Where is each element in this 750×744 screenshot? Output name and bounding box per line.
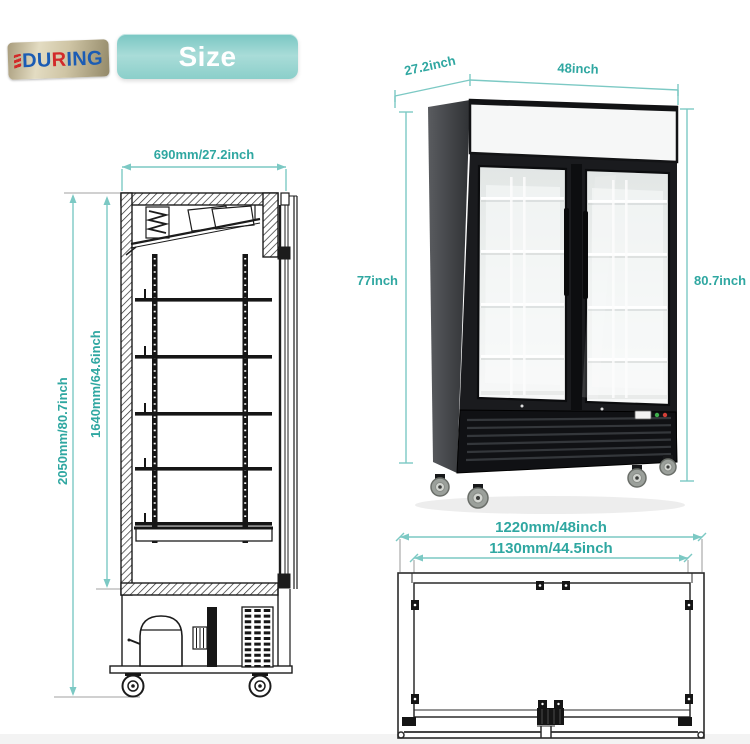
floor-shadow	[415, 496, 685, 514]
power-indicator-green	[654, 412, 660, 418]
side-view-shelves	[134, 254, 273, 543]
glass-reflection	[582, 175, 616, 399]
top-view-condenser-unit	[537, 700, 564, 725]
brand-logo: DU R ING	[7, 39, 110, 80]
side-view-compressor	[109, 588, 293, 674]
side-view-casters	[121, 673, 272, 698]
logo-mark-icon	[13, 53, 22, 69]
top-view-inner-width-label: 1130mm/44.5inch	[489, 540, 613, 557]
side-view-depth-label: 690mm/27.2inch	[153, 147, 255, 162]
photo-dimension-lines	[394, 74, 694, 482]
led-strips	[510, 177, 628, 398]
photo-front-height-label: 77inch	[356, 273, 398, 288]
top-view-diagram	[395, 532, 707, 739]
logo-text: DU R ING	[13, 46, 104, 72]
top-view-base-rails	[397, 717, 705, 739]
photo-casters	[430, 455, 677, 509]
left-door-shelves	[481, 197, 564, 395]
side-view-door	[277, 192, 298, 589]
top-view-clips	[411, 581, 693, 704]
top-view-dimension-lines	[395, 532, 707, 563]
right-door-handle	[583, 211, 588, 299]
side-view-interior-height-label: 1640mm/64.6inch	[87, 330, 103, 438]
side-view-evaporator	[125, 205, 261, 256]
power-indicator-red	[662, 412, 668, 418]
logo-letters-blue-head: DU	[21, 48, 53, 72]
center-mullion	[571, 164, 582, 410]
glass-doors	[476, 164, 671, 411]
bottom-grille	[456, 409, 678, 474]
left-door-handle	[564, 208, 569, 296]
photo-width-label: 48inch	[557, 60, 599, 77]
side-view-overall-height-label: 2050mm/80.7inch	[54, 377, 70, 485]
temperature-display	[634, 410, 652, 420]
side-view-dimension-lines	[69, 163, 287, 696]
product-photo	[394, 74, 694, 514]
logo-letters-blue-tail: ING	[66, 46, 104, 71]
logo-letters-red: R	[51, 48, 67, 71]
size-badge: Size	[117, 34, 298, 79]
top-view-outer-width-label: 1220mm/48inch	[495, 519, 607, 536]
side-view-cabinet	[120, 192, 279, 596]
photo-overall-height-label: 80.7inch	[694, 273, 747, 288]
photo-backdrop-edge	[0, 734, 750, 744]
size-badge-label: Size	[178, 40, 237, 72]
side-view-diagram	[54, 163, 298, 698]
